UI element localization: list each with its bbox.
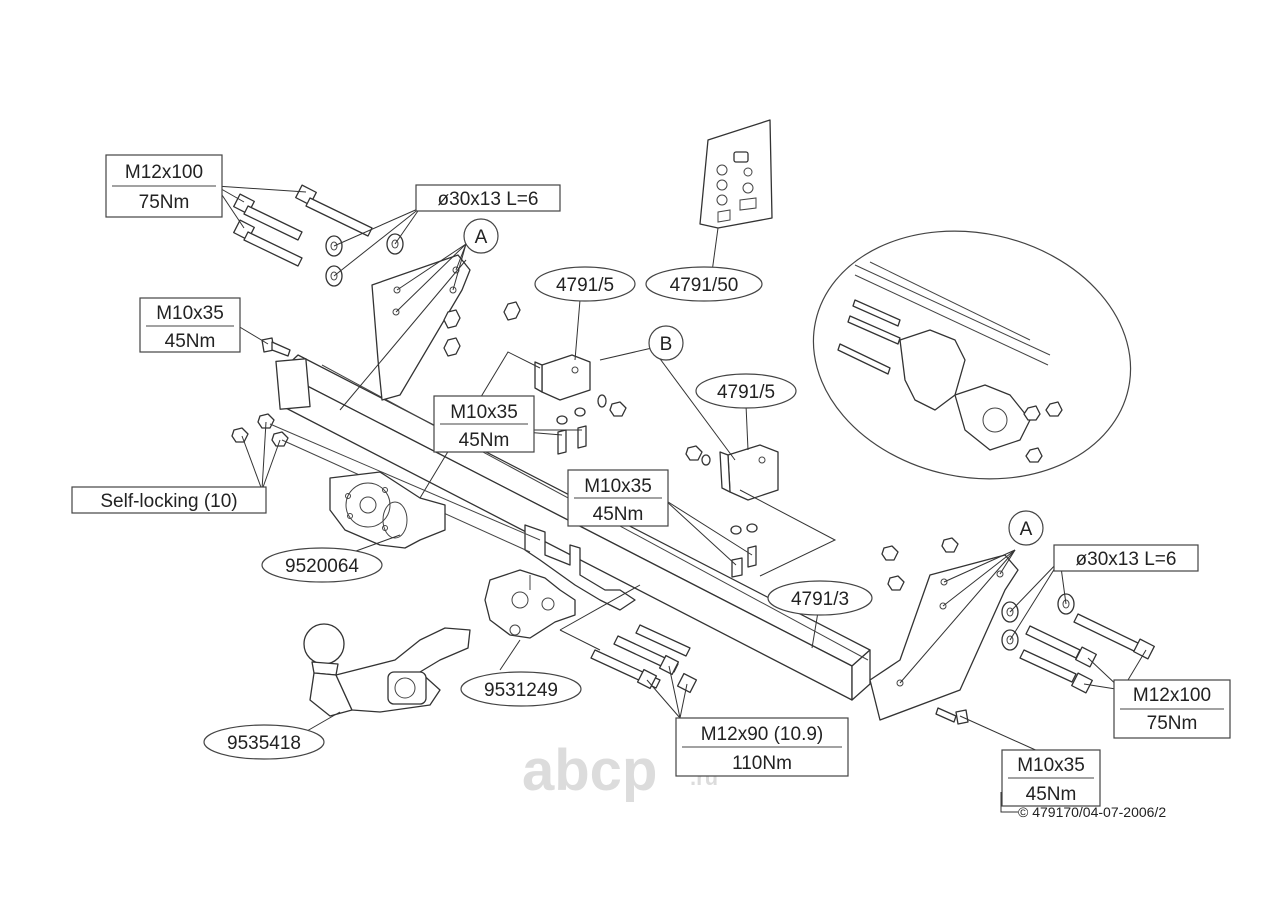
label-bottom-text: 45Nm bbox=[1026, 784, 1077, 805]
bolts-top-left bbox=[233, 184, 521, 357]
bracket-b-right bbox=[685, 444, 779, 578]
tow-mount-tabs bbox=[524, 524, 636, 611]
copyright-text: © 479170/04-07-2006/2 bbox=[1018, 804, 1166, 820]
label-m12x90-center: M12x90 (10.9) 110Nm bbox=[675, 717, 849, 777]
svg-text:A: A bbox=[1020, 519, 1033, 540]
callout-b: B bbox=[648, 325, 684, 361]
svg-text:4791/50: 4791/50 bbox=[670, 275, 739, 296]
label-bottom-text: 45Nm bbox=[165, 331, 216, 352]
part-number-4791-3: 4791/3 bbox=[767, 580, 873, 616]
left-mount-plate bbox=[371, 254, 471, 401]
label-m10x35-left: M10x35 45Nm bbox=[139, 297, 241, 353]
part-number-9520064: 9520064 bbox=[261, 547, 383, 583]
label-top-text: M10x35 bbox=[156, 303, 224, 324]
label-m12x100-top-left: M12x100 75Nm bbox=[105, 154, 223, 218]
label-m10x35-bracket-left: M10x35 45Nm bbox=[433, 395, 535, 453]
label-top-text: M10x35 bbox=[1017, 755, 1085, 776]
label-text: ø30x13 L=6 bbox=[438, 189, 539, 210]
svg-text:9531249: 9531249 bbox=[484, 680, 558, 701]
part-number-4791-5-right: 4791/5 bbox=[695, 373, 797, 409]
label-text: Self-locking (10) bbox=[100, 491, 237, 512]
kit-card-4791-50 bbox=[699, 119, 773, 229]
svg-text:4791/5: 4791/5 bbox=[556, 275, 614, 296]
tow-ball-9535418 bbox=[303, 623, 471, 717]
svg-text:4791/3: 4791/3 bbox=[791, 589, 849, 610]
label-top-text: M12x90 (10.9) bbox=[701, 724, 824, 745]
part-number-4791-50: 4791/50 bbox=[645, 266, 763, 302]
label-self-locking: Self-locking (10) bbox=[71, 486, 267, 514]
socket-plate-9520064 bbox=[329, 471, 446, 549]
svg-text:9535418: 9535418 bbox=[227, 733, 301, 754]
bracket-b-left bbox=[534, 354, 627, 455]
label-bottom-text: 110Nm bbox=[732, 753, 792, 774]
svg-text:4791/5: 4791/5 bbox=[717, 382, 775, 403]
bolts-right bbox=[881, 537, 1155, 725]
callout-a-right: A bbox=[1008, 510, 1044, 546]
label-top-text: M12x100 bbox=[125, 162, 203, 183]
label-text: ø30x13 L=6 bbox=[1076, 549, 1177, 570]
label-washer-right: ø30x13 L=6 bbox=[1053, 544, 1199, 572]
label-m10x35-right-low: M10x35 45Nm bbox=[1001, 749, 1101, 807]
svg-text:9520064: 9520064 bbox=[285, 556, 359, 577]
part-number-9535418: 9535418 bbox=[203, 724, 325, 760]
watermark-text: abcp bbox=[522, 738, 657, 803]
svg-text:B: B bbox=[660, 334, 673, 355]
label-top-text: M12x100 bbox=[1133, 685, 1211, 706]
label-m10x35-bracket-right: M10x35 45Nm bbox=[567, 469, 669, 527]
bolts-center-m12x90 bbox=[590, 624, 698, 694]
label-top-text: M10x35 bbox=[450, 402, 518, 423]
part-number-9531249: 9531249 bbox=[460, 671, 582, 707]
detail-view bbox=[812, 230, 1132, 480]
part-number-4791-5-left: 4791/5 bbox=[534, 266, 636, 302]
callout-a-top: A bbox=[463, 218, 499, 254]
svg-text:A: A bbox=[475, 227, 488, 248]
label-bottom-text: 75Nm bbox=[139, 192, 190, 213]
ball-mount-9531249 bbox=[484, 569, 576, 639]
label-bottom-text: 75Nm bbox=[1147, 713, 1198, 734]
label-washer-top: ø30x13 L=6 bbox=[415, 184, 561, 212]
label-bottom-text: 45Nm bbox=[593, 504, 644, 525]
label-bottom-text: 45Nm bbox=[459, 430, 510, 451]
label-m12x100-right: M12x100 75Nm bbox=[1113, 679, 1231, 739]
label-top-text: M10x35 bbox=[584, 476, 652, 497]
